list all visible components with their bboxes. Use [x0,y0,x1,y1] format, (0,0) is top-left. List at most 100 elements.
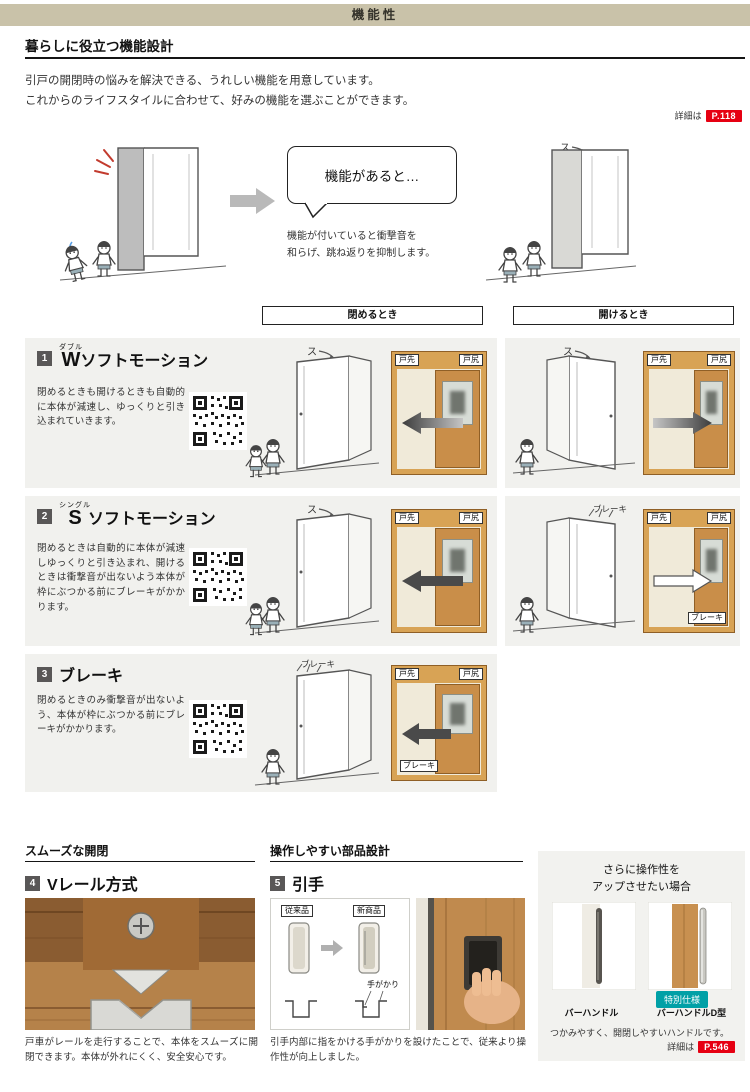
door-slam-illustration [59,147,227,284]
bar-handle-photo [551,902,636,990]
feature-1-header: 1 Wダブルソフトモーション [37,344,208,372]
option-page-ref-badge[interactable]: P.546 [698,1040,735,1053]
old-product-label: 従来品 [281,905,313,917]
door-diagram-inner [649,369,729,469]
feature-1-open-box: ス 戸先 戸尻 [505,338,740,488]
vrail-header: 4 Vレール方式 [25,871,138,895]
door-diagram-close-1: 戸先 戸尻 [391,351,487,475]
feature-1-description: 閉めるときも開けるときも自動的に本体が減速し、ゆっくりと引き込まれていきます。 [37,387,185,428]
door-diagram-close-3: 戸先 戸尻 ブレーキ [391,665,487,781]
feature-2-title: Sシングルソフトモーション [59,502,216,529]
door-rear-label: 戸尻 [707,512,731,524]
hikite-comparison-drawing [285,922,387,1018]
bottom-left-divider [25,861,255,862]
feature-3-header: 3 ブレーキ [37,662,123,686]
section-title: 暮らしに役立つ機能設計 [25,39,174,54]
door-diagram-inner: ブレーキ [649,527,729,627]
door-diagram-inner [397,527,481,627]
option-labels: バーハンドル バーハンドルD型 [538,1006,745,1019]
qr-code [189,392,247,450]
door-rear-label: 戸尻 [459,512,483,524]
bar-handle-label: バーハンドル [564,1008,619,1018]
opening-scene-illustration: ブレーキ [512,504,636,633]
door-diagram-labels: 戸先 戸尻 [644,510,734,526]
door-glass [699,538,723,583]
tegakari-label: 手がかり [367,980,399,989]
vrail-number-badge: 4 [25,875,40,891]
feature-3-number-badge: 3 [37,666,52,682]
soft-close-illustration: ス [485,143,637,283]
door-diagram-labels: 戸先 戸尻 [392,510,486,526]
qr-code [189,548,247,606]
door-diagram-open-2: 戸先 戸尻 ブレーキ [643,509,735,633]
speech-bubble: 機能があると… [287,146,457,204]
bottom-left-header: スムーズな開閉 [25,844,109,858]
hikite-comparison-panel: 従来品 新商品 手がかり [270,898,410,1030]
intro-line-1: 引戸の開閉時の悩みを解決できる、うれしい機能を用意しています。 [25,75,380,87]
hikite-photo [416,898,525,1030]
feature-1-title: Wダブルソフトモーション [59,344,209,371]
door-panel [694,528,728,626]
feature-1-number-badge: 1 [37,350,52,366]
closing-scene-illustration: ス [245,347,380,478]
page-ref-badge[interactable]: P.118 [705,109,742,122]
door-diagram-labels: 戸先 戸尻 [392,352,486,368]
feature-3-title: ブレーキ [59,668,124,685]
option-title-line-2: アップさせたい場合 [592,880,691,893]
section-divider [25,57,745,59]
column-header-open-label: 開けるとき [598,310,649,321]
intro-text: 引戸の開閉時の悩みを解決できる、うれしい機能を用意しています。 これからのライフ… [25,71,414,111]
feature-3-description: 閉めるときのみ衝撃音が出ないよう、本体が枠にぶつかる前にブレーキがかかります。 [37,695,185,736]
speech-bubble-text: 機能があると… [324,169,420,184]
vrail-title: Vレール方式 [47,877,138,894]
door-diagram-labels: 戸先 戸尻 [392,666,486,682]
close-direction-arrow [402,570,463,592]
door-rear-label: 戸尻 [459,668,483,680]
bottom-mid-divider [270,861,523,862]
hikite-title: 引手 [292,877,325,894]
transition-arrow-icon [230,188,275,214]
closing-scene-illustration: ス [245,505,380,636]
door-front-label: 戸先 [395,512,419,524]
brake-label: ブレーキ [400,760,438,772]
feature-2-close-box: 2 Sシングルソフトモーション 閉めるときは自動的に本体が減速しゆっくりと引き込… [25,496,497,646]
detail-reference: 詳細は P.118 [675,109,742,122]
special-spec-badge: 特別仕様 [656,991,709,1008]
door-front-label: 戸先 [647,354,671,366]
hero-caption: 機能が付いていると衝撃音を 和らげ、跳ね返りを抑制します。 [287,228,435,262]
slide-sfx-text: ス [307,505,317,516]
speech-bubble-tail [304,202,328,219]
door-front-label: 戸先 [395,668,419,680]
new-product-label: 新商品 [353,905,385,917]
bottom-mid-header: 操作しやすい部品設計 [270,844,390,858]
hikite-number-badge: 5 [270,875,285,891]
column-header-open: 開けるとき [513,306,734,325]
door-glass [441,693,473,735]
close-direction-arrow [402,412,463,434]
door-front-label: 戸先 [647,512,671,524]
intro-line-2: これからのライフスタイルに合わせて、好みの機能を選ぶことができます。 [25,95,415,108]
door-rear-label: 戸尻 [459,354,483,366]
feature-2-open-box: ブレーキ 戸先 戸尻 ブレーキ [505,496,740,646]
door-diagram-inner [397,369,481,469]
detail-label: 詳細は [674,111,702,121]
bar-handle-d-photo [647,902,732,990]
closing-scene-illustration: ブレーキ [254,659,380,786]
door-diagram-close-2: 戸先 戸尻 [391,509,487,633]
door-glass [699,380,723,425]
option-box: さらに操作性を アップさせたい場合 特別仕様 バーハンドル バーハンドルD型 つ [538,851,745,1061]
feature-1-close-box: 1 Wダブルソフトモーション 閉めるときも開けるときも自動的に本体が減速し、ゆっ… [25,338,497,488]
hikite-header: 5 引手 [270,871,324,895]
option-images [538,902,745,990]
brake-sfx-text: ブレーキ [301,659,335,669]
qr-code [189,700,247,758]
brake-sfx-text: ブレーキ [593,504,627,514]
hero-caption-line-1: 機能が付いていると衝撃音を [287,231,417,242]
page-header-title: 機能性 [351,8,399,22]
door-diagram-labels: 戸先 戸尻 [644,352,734,368]
hero-caption-line-2: 和らげ、跳ね返りを抑制します。 [287,248,436,259]
slide-sfx-text: ス [560,143,570,154]
page-header-bar: 機能性 [0,4,750,26]
slide-sfx-text: ス [307,347,317,358]
